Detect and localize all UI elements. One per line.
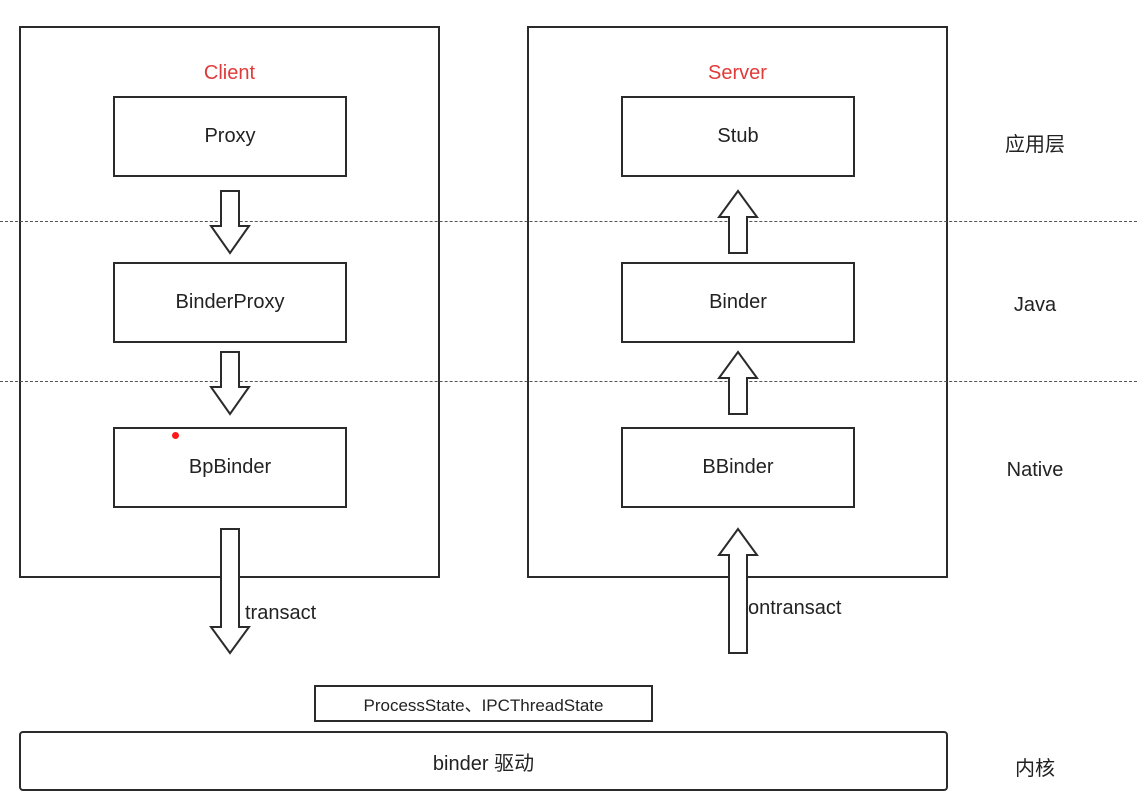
down-arrow-icon	[209, 528, 251, 655]
down-arrow-icon	[209, 190, 251, 255]
red-dot-icon	[172, 432, 179, 439]
down-arrow-icon	[209, 351, 251, 416]
app-java-divider	[0, 221, 1137, 222]
ontransact-label: ontransact	[748, 597, 842, 619]
native-layer-label: Native	[1006, 459, 1064, 481]
transact-label: transact	[245, 602, 317, 624]
up-arrow-icon	[717, 189, 759, 254]
kernel-layer-label: 内核	[1015, 758, 1055, 780]
java-layer-label: Java	[1013, 294, 1057, 316]
process-state-box: ProcessState、IPCThreadState	[314, 685, 653, 722]
binder-driver-box: binder 驱动	[19, 731, 948, 791]
java-native-divider	[0, 381, 1137, 382]
bp-binder-node: BpBinder	[113, 427, 347, 508]
up-arrow-icon	[717, 527, 759, 654]
binder-proxy-node: BinderProxy	[113, 262, 347, 343]
client-title: Client	[203, 62, 256, 84]
server-title: Server	[708, 62, 767, 84]
app-layer-label: 应用层	[1005, 134, 1065, 156]
proxy-node: Proxy	[113, 96, 347, 177]
binder-node: Binder	[621, 262, 855, 343]
up-arrow-icon	[717, 350, 759, 415]
stub-node: Stub	[621, 96, 855, 177]
bbinder-node: BBinder	[621, 427, 855, 508]
